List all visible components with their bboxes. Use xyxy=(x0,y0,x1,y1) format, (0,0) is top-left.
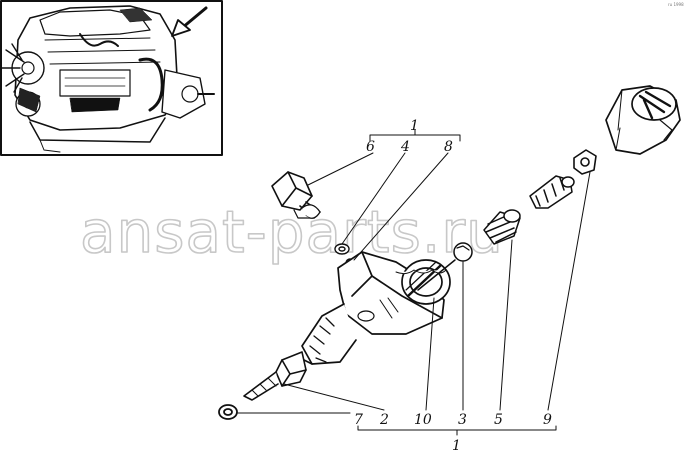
part-5-spring xyxy=(483,209,521,245)
corner-note: ru 1998 xyxy=(668,2,684,7)
labels: 1 6 4 8 7 2 10 3 5 9 1 xyxy=(354,118,552,454)
bottom-group-label: 1 xyxy=(452,438,461,454)
part-1-injector-body xyxy=(277,251,451,379)
part-3-ball-rod xyxy=(417,242,473,291)
cap-nut xyxy=(605,85,681,155)
label-3: 3 xyxy=(458,412,467,428)
part-6-union-nut xyxy=(271,171,321,219)
label-10: 10 xyxy=(414,412,432,428)
part-9-nut xyxy=(573,149,597,175)
adjusting-screw xyxy=(529,175,575,209)
label-8: 8 xyxy=(444,139,453,155)
label-4: 4 xyxy=(400,139,410,155)
label-9: 9 xyxy=(543,412,552,428)
part-2-nozzle xyxy=(243,351,307,401)
label-7: 7 xyxy=(354,412,363,428)
leader-lines xyxy=(237,129,591,436)
label-6: 6 xyxy=(366,139,375,155)
engine-inset xyxy=(0,0,223,156)
label-5: 5 xyxy=(494,412,503,428)
part-7-washer xyxy=(218,404,238,420)
top-group-label: 1 xyxy=(410,118,419,134)
label-2: 2 xyxy=(379,412,389,428)
